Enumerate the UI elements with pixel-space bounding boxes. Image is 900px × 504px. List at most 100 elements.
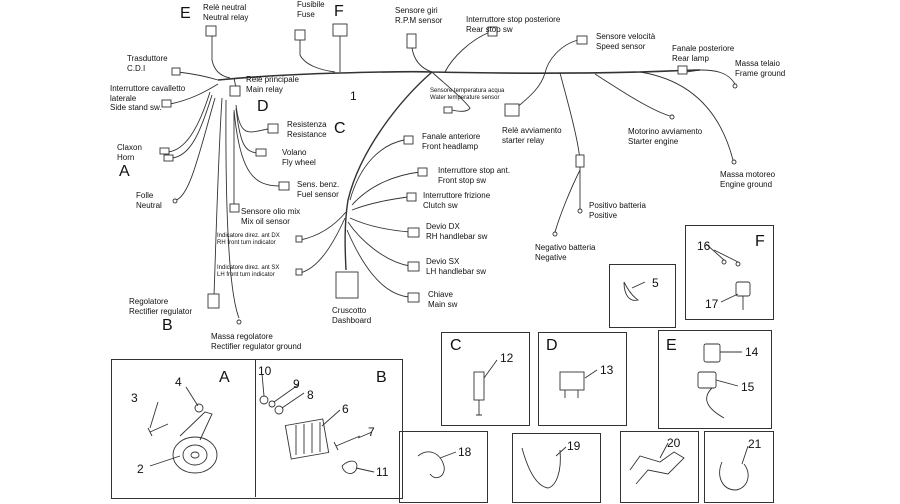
lh-turn-connector <box>295 268 303 276</box>
part-number-14: 14 <box>745 345 759 359</box>
part-number-6: 6 <box>342 402 349 416</box>
harness-number: 1 <box>350 89 357 103</box>
lh-handlebar-connector <box>407 261 420 272</box>
positive-terminal <box>577 208 583 214</box>
starter-relay-component <box>504 103 520 117</box>
battery-fuse-component <box>575 154 585 168</box>
panel-e <box>658 330 772 429</box>
panel-d <box>538 332 627 426</box>
panel-c <box>441 332 530 426</box>
rh-turn-connector <box>295 235 303 243</box>
relay-part-13 <box>559 371 585 391</box>
clutch-connector <box>406 192 417 202</box>
mix-oil-connector <box>229 203 240 213</box>
panel-a <box>111 359 403 499</box>
resistance-component <box>267 123 279 134</box>
regulator-connector <box>207 293 220 309</box>
section-letter-f: F <box>334 3 344 20</box>
fuse-holder-component <box>332 23 348 37</box>
panel-21 <box>704 431 774 503</box>
neutral-relay-component <box>205 25 217 37</box>
fuel-sensor-connector <box>278 181 290 191</box>
neutral-terminal <box>172 198 178 204</box>
cable-part-5 <box>623 281 640 301</box>
cdi-connector <box>171 67 181 76</box>
regulator-washer-8 <box>274 405 284 415</box>
regulator-clip-11 <box>341 460 358 474</box>
clamp-part-18 <box>417 451 445 479</box>
cable-tie-part-21 <box>719 461 749 491</box>
panel-a-divider <box>255 359 256 497</box>
negative-terminal <box>552 231 558 237</box>
regulator-ground-terminal <box>236 319 242 325</box>
flywheel-connector <box>255 148 267 157</box>
part-number-18: 18 <box>458 445 472 459</box>
part-number-10: 10 <box>258 364 272 378</box>
section-letter-b: B <box>162 317 173 334</box>
part-number-5: 5 <box>652 276 659 290</box>
panel-20 <box>620 431 699 503</box>
part-number-21: 21 <box>748 437 762 451</box>
side-stand-connector <box>161 99 172 108</box>
part-number-4: 4 <box>175 375 182 389</box>
part-number-13: 13 <box>600 363 614 377</box>
dashboard-connector <box>335 271 359 299</box>
front-headlamp-connector <box>403 135 414 145</box>
horn-connector-2 <box>163 154 174 162</box>
panel-e-letter: E <box>666 337 677 354</box>
part-number-17: 17 <box>705 297 719 311</box>
part-number-15: 15 <box>741 380 755 394</box>
section-letter-c: C <box>334 120 346 137</box>
part-number-7: 7 <box>368 425 375 439</box>
panel-f <box>685 225 774 320</box>
fuse-component <box>294 29 306 41</box>
label-front-stop-sw: Interruttore stop ant.Front stop sw <box>438 166 511 185</box>
main-relay-component <box>229 85 241 97</box>
part-number-11: 11 <box>376 465 389 479</box>
panel-18 <box>399 431 488 503</box>
engine-ground-terminal <box>731 159 737 165</box>
bracket-part-19 <box>521 447 561 489</box>
horn-connector <box>159 147 170 155</box>
panel-19 <box>512 433 601 503</box>
section-letter-a: A <box>119 163 130 180</box>
horn-screw-3 <box>147 423 169 437</box>
frame-ground-terminal <box>732 83 738 89</box>
panel-5 <box>609 264 676 328</box>
part-number-12: 12 <box>500 351 514 365</box>
section-letter-e: E <box>180 5 191 22</box>
front-stop-connector <box>417 167 428 177</box>
regulator-bolt-7 <box>333 435 361 451</box>
part-number-2: 2 <box>137 462 144 476</box>
rear-stop-connector <box>487 26 498 37</box>
part-number-19: 19 <box>567 439 581 453</box>
horn-bracket <box>179 411 213 441</box>
relay-part-14 <box>703 343 721 363</box>
main-sw-connector <box>407 292 420 303</box>
rear-lamp-connector <box>677 65 688 75</box>
part-number-9: 9 <box>293 377 300 391</box>
regulator-part-6 <box>284 418 330 460</box>
part-number-16: 16 <box>697 239 711 253</box>
rpm-sensor-component <box>406 33 417 49</box>
